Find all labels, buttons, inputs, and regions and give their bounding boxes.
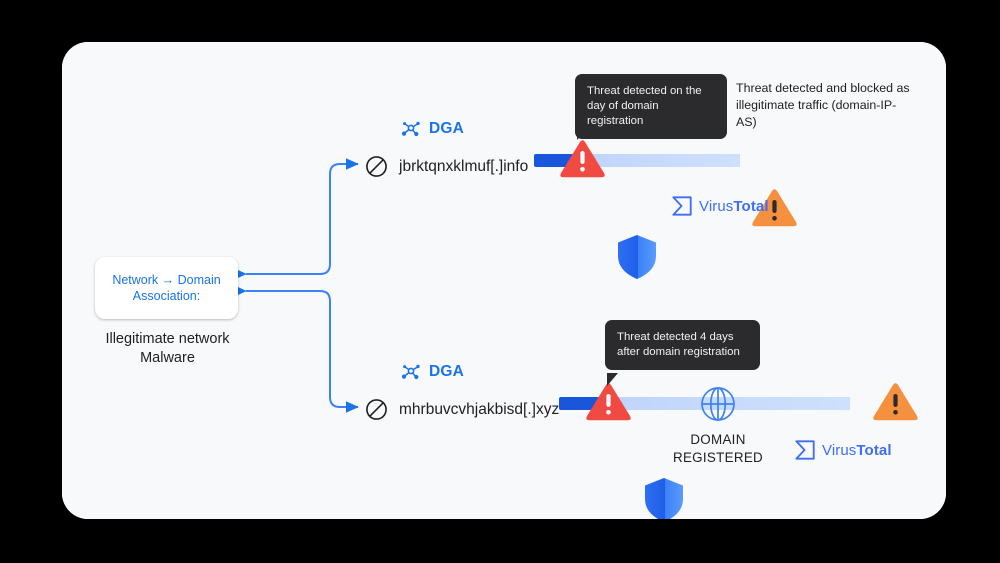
domain-registered-line-2: REGISTERED — [672, 450, 764, 465]
row-1-warning-triangle-orange-icon[interactable] — [751, 187, 798, 229]
diagram-panel: Network → Domain Association: Illegitima… — [62, 42, 946, 519]
row-2-domain-group: mhrbuvcvhjakbisd[.]xyz — [365, 398, 559, 421]
row-1-dga-label: DGA — [429, 120, 465, 137]
row-1-tooltip: Threat detected on the day of domain reg… — [575, 74, 727, 140]
row-2-virustotal-word-1: Virus — [822, 441, 857, 459]
network-domain-association-label: Network → Domain Association: — [112, 273, 221, 303]
row-2-warning-triangle-orange-icon[interactable] — [872, 381, 919, 423]
row-2-dga-label: DGA — [429, 363, 465, 380]
no-entry-icon — [366, 156, 387, 177]
row-1-domain-name: jbrktqnxklmuf[.]info — [399, 157, 529, 175]
domain-registered-line-1: DOMAIN — [690, 432, 746, 447]
row-1-virustotal-word-1: Virus — [699, 197, 734, 215]
row-2-tooltip: Threat detected 4 days after domain regi… — [605, 320, 760, 386]
row-1-dga-group: DGA — [400, 120, 464, 138]
network-graph-icon — [401, 364, 420, 380]
row-2-virustotal-text: VirusTotal — [822, 442, 892, 459]
row-2-virustotal-word-2: Total — [856, 441, 892, 459]
globe-icon — [701, 387, 735, 421]
row-2-shield-icon — [645, 478, 683, 519]
virustotal-sigma-icon — [795, 440, 815, 460]
source-node-caption: Illegitimate network Malware — [105, 331, 230, 366]
row-2-dga-group: DGA — [400, 363, 464, 381]
row-1-bar-light-segment — [580, 154, 740, 167]
row-1-warning-triangle-red-icon[interactable] — [559, 138, 606, 180]
row-1-virustotal-text: VirusTotal — [699, 198, 769, 215]
diagram-card: Network → Domain Association: Illegitima… — [62, 42, 946, 519]
row-2-virustotal-lockup[interactable]: VirusTotal — [794, 439, 892, 461]
network-graph-icon — [401, 121, 420, 137]
row-1-domain-group: jbrktqnxklmuf[.]info — [365, 155, 528, 178]
row-1-side-note: Threat detected and blocked as illegitim… — [736, 81, 910, 129]
domain-registered-label: DOMAIN REGISTERED — [656, 431, 780, 467]
row-2-tooltip-text: Threat detected 4 days after domain regi… — [605, 320, 760, 370]
row-1-tooltip-text: Threat detected on the day of domain reg… — [575, 74, 727, 139]
row-2-tooltip-tail — [607, 373, 618, 386]
row-1-virustotal-lockup[interactable]: VirusTotal — [671, 195, 769, 217]
no-entry-icon — [366, 399, 387, 420]
row-1-virustotal-word-2: Total — [733, 197, 769, 215]
virustotal-sigma-icon — [672, 196, 692, 216]
row-2-domain-name: mhrbuvcvhjakbisd[.]xyz — [399, 400, 560, 418]
row-1-shield-icon — [618, 235, 656, 279]
row-2-bar-dark-segment — [559, 397, 600, 410]
row-1-tooltip-tail — [577, 127, 588, 140]
network-domain-association-box[interactable]: Network → Domain Association: — [95, 257, 238, 319]
row-2-warning-triangle-red-icon[interactable] — [585, 381, 632, 423]
